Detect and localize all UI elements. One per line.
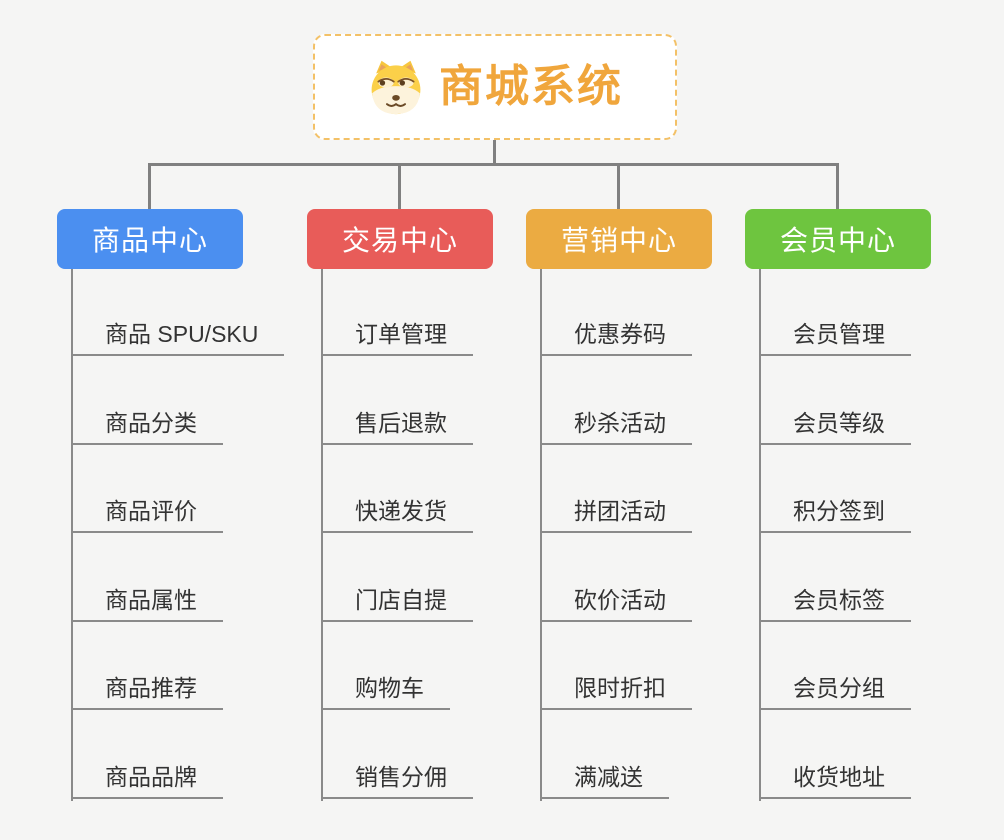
leaf-node[interactable]: 优惠券码	[540, 323, 692, 356]
branch-column-4: 会员中心会员管理会员等级积分签到会员标签会员分组收货地址	[745, 209, 995, 829]
root-node[interactable]: 商城系统	[313, 34, 677, 140]
branch-node-3[interactable]: 营销中心	[526, 209, 712, 269]
leaf-node[interactable]: 门店自提	[321, 589, 473, 622]
leaf-node[interactable]: 商品品牌	[71, 766, 223, 799]
leaf-node[interactable]: 购物车	[321, 677, 450, 710]
connector-drop-1	[148, 163, 151, 210]
leaf-list: 商品 SPU/SKU 商品分类商品评价商品属性商品推荐商品品牌	[57, 209, 307, 829]
connector-horizontal-line	[148, 163, 839, 166]
branch-trunk-line	[321, 269, 323, 801]
leaf-node[interactable]: 会员管理	[759, 323, 911, 356]
leaf-node[interactable]: 拼团活动	[540, 500, 692, 533]
branch-label: 营销中心	[560, 225, 677, 256]
branch-node-1[interactable]: 商品中心	[57, 209, 243, 269]
leaf-node[interactable]: 商品属性	[71, 589, 223, 622]
branch-node-4[interactable]: 会员中心	[745, 209, 931, 269]
leaf-node[interactable]: 售后退款	[321, 412, 473, 445]
leaf-node[interactable]: 订单管理	[321, 323, 473, 356]
branch-trunk-line	[759, 269, 761, 801]
leaf-node[interactable]: 商品推荐	[71, 677, 223, 710]
root-title: 商城系统	[439, 62, 623, 111]
branch-node-2[interactable]: 交易中心	[307, 209, 493, 269]
connector-drop-4	[836, 163, 839, 210]
leaf-node[interactable]: 商品 SPU/SKU	[71, 323, 285, 356]
connector-root-stub	[493, 138, 496, 165]
leaf-node[interactable]: 销售分佣	[321, 766, 473, 799]
leaf-node[interactable]: 会员标签	[759, 589, 911, 622]
leaf-node[interactable]: 限时折扣	[540, 677, 692, 710]
leaf-node[interactable]: 商品分类	[71, 412, 223, 445]
connector-drop-3	[617, 163, 620, 210]
branch-column-3: 营销中心优惠券码秒杀活动拼团活动砍价活动限时折扣满减送	[526, 209, 776, 829]
branch-column-2: 交易中心订单管理售后退款快递发货门店自提购物车销售分佣	[307, 209, 557, 829]
branch-label: 会员中心	[779, 225, 896, 256]
leaf-node[interactable]: 快递发货	[321, 500, 473, 533]
branch-trunk-line	[540, 269, 542, 801]
doge-icon	[371, 60, 421, 115]
branch-column-1: 商品中心商品 SPU/SKU 商品分类商品评价商品属性商品推荐商品品牌	[57, 209, 307, 829]
leaf-node[interactable]: 会员等级	[759, 412, 911, 445]
leaf-node[interactable]: 砍价活动	[540, 589, 692, 622]
leaf-list: 会员管理会员等级积分签到会员标签会员分组收货地址	[745, 209, 995, 829]
leaf-list: 优惠券码秒杀活动拼团活动砍价活动限时折扣满减送	[526, 209, 776, 829]
connector-drop-2	[398, 163, 401, 210]
branch-trunk-line	[71, 269, 73, 801]
leaf-node[interactable]: 秒杀活动	[540, 412, 692, 445]
leaf-node[interactable]: 会员分组	[759, 677, 911, 710]
leaf-node[interactable]: 收货地址	[759, 766, 911, 799]
branch-label: 商品中心	[91, 225, 208, 256]
leaf-node[interactable]: 满减送	[540, 766, 669, 799]
branch-label: 交易中心	[341, 225, 458, 256]
leaf-node[interactable]: 积分签到	[759, 500, 911, 533]
leaf-node[interactable]: 商品评价	[71, 500, 223, 533]
leaf-list: 订单管理售后退款快递发货门店自提购物车销售分佣	[307, 209, 557, 829]
